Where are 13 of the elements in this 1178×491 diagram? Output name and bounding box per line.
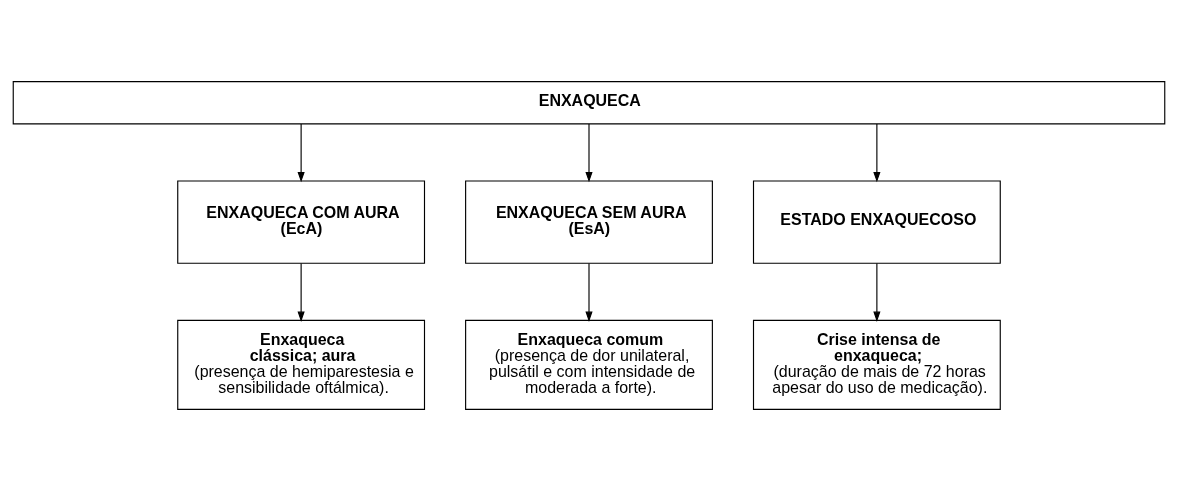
node-box: Crise intensa de enxaqueca; (duração de mais de 72 horas apesar do uso de medicação). [752, 319, 1001, 410]
arrow [297, 123, 305, 183]
node-box: ESTADO ENXAQUECOSO [752, 180, 1001, 264]
arrow [873, 262, 881, 322]
node-box: ENXAQUECA [12, 81, 1166, 125]
arrow [297, 262, 305, 322]
node-box: Enxaqueca comum (presença de dor unilateral, pulsátil e com intensidade de moderada a forte). [465, 319, 713, 410]
arrow [873, 123, 881, 183]
arrow [585, 123, 593, 183]
arrow [585, 262, 593, 322]
node-box: Enxaqueca clássica; aura (presença de hemiparestesia e sensibilidade oftálmica). [177, 319, 426, 410]
node-box: ENXAQUECA SEM AURA (EsA) [465, 180, 713, 264]
node-box: ENXAQUECA COM AURA (EcA) [177, 180, 426, 264]
